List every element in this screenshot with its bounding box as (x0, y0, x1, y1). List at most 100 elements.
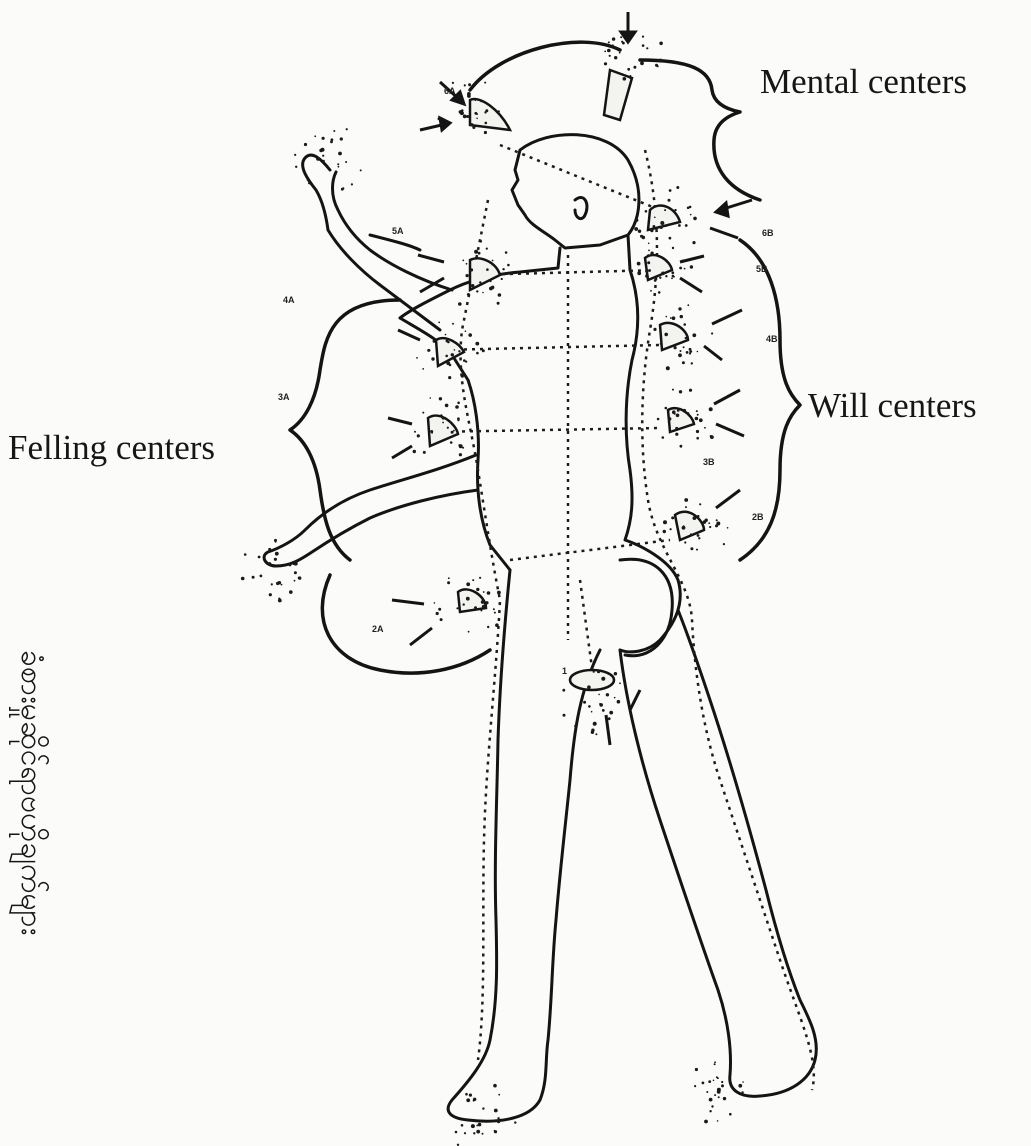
speckle-dot (637, 262, 641, 266)
speckle-dot (711, 1105, 713, 1107)
speckle-dot (723, 1097, 726, 1100)
speckle-dot (708, 522, 710, 524)
speckle-dot (494, 1109, 498, 1113)
speckle-dot (690, 214, 692, 216)
speckle-dot (697, 515, 699, 517)
speckle-dot (438, 117, 441, 120)
speckle-dot (268, 548, 271, 551)
speckle-dot (308, 182, 311, 185)
speckle-dot (448, 376, 451, 379)
speckle-dot (447, 581, 450, 584)
speckle-dot (345, 161, 347, 163)
speckle-dot (697, 534, 700, 537)
speckle-dot (670, 317, 672, 319)
burmese-caption: ခံစားမှုဆိုင်ရာဗဟိုချက်များ (7, 650, 52, 935)
speckle-dot (597, 670, 600, 673)
speckle-dot (445, 334, 447, 336)
speckle-dot (698, 537, 700, 539)
speckle-dot (467, 293, 470, 296)
speckle-dot (612, 37, 615, 40)
chakra-4b (660, 323, 688, 350)
speckle-dot (476, 118, 478, 120)
speckle-dot (434, 602, 436, 604)
speckle-dot (507, 264, 510, 267)
speckle-dot (660, 226, 663, 229)
mental-arc-top (470, 42, 620, 90)
speckle-dot (645, 269, 648, 272)
speckle-dot (431, 357, 434, 360)
speckle-dot (690, 265, 693, 268)
speckle-dot (294, 571, 297, 574)
speckle-dot (482, 1107, 484, 1109)
speckle-dot (478, 252, 481, 255)
speckle-dot (468, 631, 470, 633)
speckle-dot (723, 543, 725, 545)
speckle-dot (430, 397, 432, 399)
speckle-dot (466, 582, 470, 586)
speckle-dot (465, 1093, 468, 1096)
speckle-dot (696, 437, 699, 440)
back-leg (620, 610, 816, 1096)
speckle-dot (588, 705, 591, 708)
speckle-dot (278, 598, 280, 600)
speckle-dot (442, 416, 445, 419)
speckle-dot (466, 115, 469, 118)
speckle-dot (574, 725, 577, 728)
arrow-root-2 (630, 690, 640, 710)
arrow-4b-2 (704, 346, 722, 360)
speckle-dot (494, 612, 496, 614)
speckle-dot (446, 361, 450, 365)
speckle-dot (678, 353, 682, 357)
speckle-dot (650, 290, 652, 292)
speckle-dot (489, 287, 493, 291)
speckle-dot (481, 600, 485, 604)
speckle-dot (741, 1091, 743, 1093)
speckle-dot (666, 366, 670, 370)
feeling-brace (290, 300, 400, 560)
speckle-dot (642, 236, 646, 240)
speckle-dot (486, 248, 488, 250)
speckle-dot (648, 243, 650, 245)
speckle-dot (480, 240, 483, 243)
speckle-dot (645, 210, 648, 213)
speckle-dot (664, 209, 666, 211)
speckle-dot (683, 346, 685, 348)
chakra-crown (604, 70, 632, 120)
speckle-dot (275, 552, 279, 556)
speckle-dot (439, 397, 442, 400)
speckle-dot (447, 427, 449, 429)
speckle-dot (495, 623, 499, 627)
speckle-dot (619, 682, 621, 684)
speckle-dot (645, 274, 649, 278)
speckle-dot (422, 368, 424, 370)
arrow-2b (716, 490, 740, 508)
speckle-dot (417, 434, 420, 437)
tag-1: 1 (562, 666, 567, 676)
speckle-dot (601, 677, 605, 681)
speckle-dot (487, 626, 489, 628)
speckle-dot (727, 527, 729, 529)
speckle-dot (738, 1084, 742, 1088)
speckle-dot (591, 731, 594, 734)
speckle-dot (463, 115, 467, 119)
arrow-2a (392, 600, 424, 604)
speckle-dot (459, 444, 463, 448)
tag-2a: 2A (372, 624, 384, 634)
speckle-dot (692, 241, 695, 244)
speckle-dot (686, 351, 689, 354)
speckle-dot (642, 44, 645, 47)
speckle-dot (307, 179, 309, 181)
speckle-dot (717, 1120, 719, 1122)
speckle-dot (416, 357, 418, 359)
speckle-dot (668, 199, 671, 202)
tag-5b: 5B (756, 264, 768, 274)
speckle-dot (446, 438, 448, 440)
arrow-5a (418, 255, 444, 262)
speckle-dot (331, 138, 334, 141)
speckle-dot (333, 130, 335, 132)
tag-5a: 5A (392, 226, 404, 236)
speckle-dot (452, 82, 454, 84)
speckle-dot (463, 603, 465, 605)
speckle-dot (663, 520, 667, 524)
speckle-dot (583, 701, 586, 704)
